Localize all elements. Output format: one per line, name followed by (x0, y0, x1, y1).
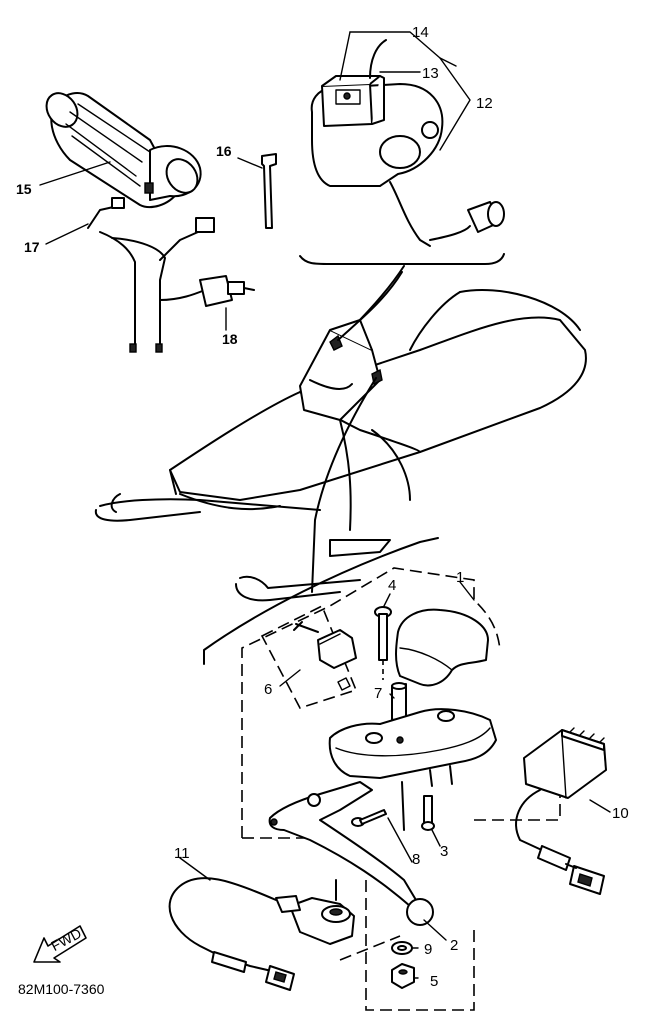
callout-12: 12 (476, 95, 493, 112)
callout-10: 10 (612, 805, 629, 822)
callout-18: 18 (222, 331, 238, 347)
assembly-group-outline-right (474, 790, 561, 821)
callout-5: 5 (430, 973, 438, 990)
throttle-case (328, 708, 497, 831)
switch-subgroup-outline (260, 604, 358, 709)
throttle-sensor-cable (168, 877, 355, 991)
callout-11: 11 (174, 845, 190, 862)
callout-7: 7 (374, 685, 382, 702)
callout-16: 16 (216, 143, 232, 159)
lever-subgroup-outline-2 (339, 935, 401, 961)
callout-6: 6 (264, 681, 272, 698)
callout-17: 17 (24, 239, 40, 255)
callout-8: 8 (412, 851, 420, 868)
throttle-switch-housing (310, 39, 505, 247)
callout-9: 9 (424, 941, 432, 958)
nut-5 (391, 963, 415, 989)
callout-1: 1 (456, 569, 464, 586)
lever-subgroup-outline (365, 880, 475, 1011)
callout-2: 2 (450, 937, 458, 954)
throttle-switch-6 (293, 621, 357, 691)
leader-lines (39, 31, 611, 979)
screw-8 (351, 809, 387, 827)
callout-15: 15 (16, 181, 32, 197)
assembly-group-outline (241, 567, 501, 838)
part-code: 82M100-7360 (18, 981, 105, 997)
callout-4: 4 (388, 577, 396, 594)
callout-3: 3 (440, 843, 448, 860)
housing-bracket-line (299, 253, 505, 265)
hand-grip (45, 92, 202, 209)
bolt-3 (421, 795, 435, 831)
callout-13: 13 (422, 65, 439, 82)
washer-9 (391, 941, 413, 955)
forward-arrow-icon: FWD (33, 925, 87, 963)
throttle-cable-lower (311, 377, 377, 593)
control-unit-10 (515, 727, 607, 895)
tie-strap (261, 153, 277, 229)
callout-14: 14 (412, 24, 429, 41)
wire-harness (87, 197, 255, 353)
divider-arc (203, 537, 439, 665)
throttle-cover (395, 608, 489, 687)
throttle-lever (268, 781, 434, 926)
throttle-cable-upper (337, 271, 403, 341)
screw-4 (374, 606, 392, 680)
